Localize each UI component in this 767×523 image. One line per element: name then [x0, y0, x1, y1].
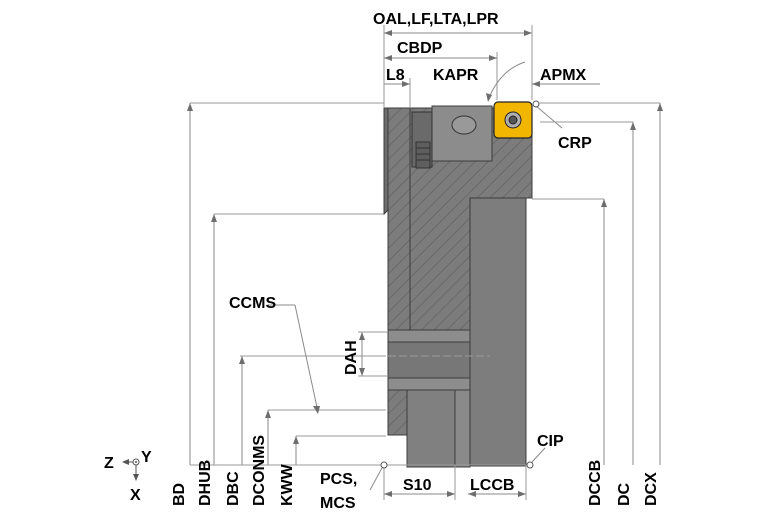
cutter-body — [383, 105, 533, 468]
square-indexable-insert-icon — [493, 101, 533, 139]
label-dhub: DHUB — [197, 460, 214, 506]
label-s10: S10 — [403, 477, 432, 494]
hub-region — [469, 197, 527, 467]
label-dconms: DCONMS — [251, 435, 268, 506]
bore-step — [454, 389, 471, 468]
label-kapr: KAPR — [433, 67, 479, 84]
axis-y-label: Y — [141, 449, 152, 466]
label-oal: OAL,LF,LTA,LPR — [373, 11, 499, 28]
label-kww: KWW — [279, 463, 296, 506]
axis-z-label: Z — [104, 455, 114, 472]
label-bd: BD — [171, 483, 188, 506]
label-pcs: PCS, — [320, 471, 357, 488]
label-apmx: APMX — [540, 67, 587, 84]
pcs-point — [380, 461, 388, 469]
label-mcs: MCS — [320, 495, 356, 512]
label-cip: CIP — [537, 433, 564, 450]
label-dbc: DBC — [225, 471, 242, 506]
label-dah: DAH — [343, 340, 360, 375]
label-dc: DC — [616, 482, 633, 506]
clamp-screw-hole — [451, 115, 477, 135]
label-crp: CRP — [558, 135, 592, 152]
label-cbdp: CBDP — [397, 40, 443, 57]
keyway-inner — [387, 341, 471, 379]
label-ccms: CCMS — [229, 295, 276, 312]
dimension-lines — [187, 25, 663, 500]
coordinate-axes-icon — [122, 458, 140, 481]
label-dccb: DCCB — [587, 460, 604, 506]
axis-x-label: X — [130, 487, 141, 504]
labels: OAL,LF,LTA,LPR CBDP L8 KAPR APMX CRP CCM… — [104, 11, 660, 512]
label-dcx: DCX — [643, 472, 660, 506]
clamp-screw — [415, 141, 431, 169]
label-l8: L8 — [386, 67, 405, 84]
label-lccb: LCCB — [470, 477, 514, 494]
cip-point — [526, 461, 534, 469]
